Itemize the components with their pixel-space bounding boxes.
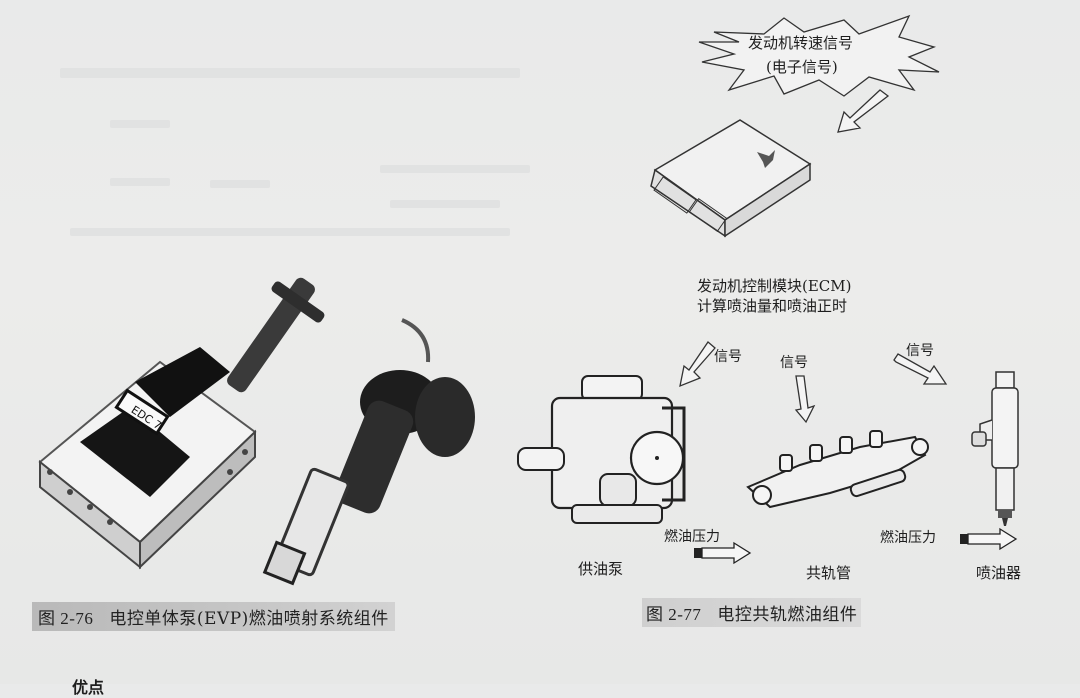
fuel-pressure-label-1: 燃油压力 [664,529,720,545]
supply-pump-image [517,375,686,524]
evp-system-photo: EDC 7 [38,277,475,586]
component-label-common-rail: 共轨管 [806,564,852,582]
signal-arrow-to-pump-icon [679,341,716,388]
fuel-pressure-label-2: 燃油压力 [880,530,936,546]
burst-label-line2: (电子信号) [766,58,838,76]
bleed-through-line [210,180,270,188]
ecm-label-line1: 发动机控制模块(ECM) [697,277,852,295]
bleed-through-line [70,228,510,236]
common-rail-image [746,430,929,509]
signal-burst-shape [698,14,940,97]
ecm-description: 发动机控制模块(ECM) 计算喷油量和喷油正时 [697,276,852,316]
bleed-through-line [110,120,170,128]
figure-title: 电控共轨燃油组件 [717,605,858,625]
bottom-partial-heading: 优点 [72,678,105,697]
signal-label-3: 信号 [906,343,934,359]
fuel-pressure-arrow-1-icon [694,541,752,565]
burst-label-line1: 发动机转速信号 [748,34,854,52]
ecu-unit-image: EDC 7 [38,347,257,570]
bleed-through-line [380,165,530,173]
figure-caption-2-76: 图 2-76 电控单体泵(EVP)燃油喷射系统组件 [32,602,395,631]
signal-label-1: 信号 [714,349,742,365]
fuel-pressure-arrow-2-icon [960,527,1018,551]
bleed-through-line [60,68,520,78]
figure-number: 图 2-77 [646,605,702,624]
component-label-injector: 喷油器 [976,564,1022,582]
signal-arrow-icon [837,89,890,133]
unit-pump-image [262,370,475,586]
signal-label-2: 信号 [780,355,808,371]
injector-image [971,371,1019,526]
ecm-module-image [650,119,812,238]
signal-arrow-to-injector-icon [893,353,948,385]
bleed-through-line [110,178,170,186]
figure-title: 电控单体泵(EVP)燃油喷射系统组件 [109,609,389,629]
figure-number: 图 2-76 [38,609,94,628]
unit-injector-image [227,277,431,393]
signal-arrow-to-rail-icon [794,375,816,424]
ecm-label-line2: 计算喷油量和喷油正时 [697,297,848,315]
bleed-through-line [390,200,500,208]
figure-caption-2-77: 图 2-77 电控共轨燃油组件 [642,598,862,627]
component-label-supply-pump: 供油泵 [578,560,624,578]
